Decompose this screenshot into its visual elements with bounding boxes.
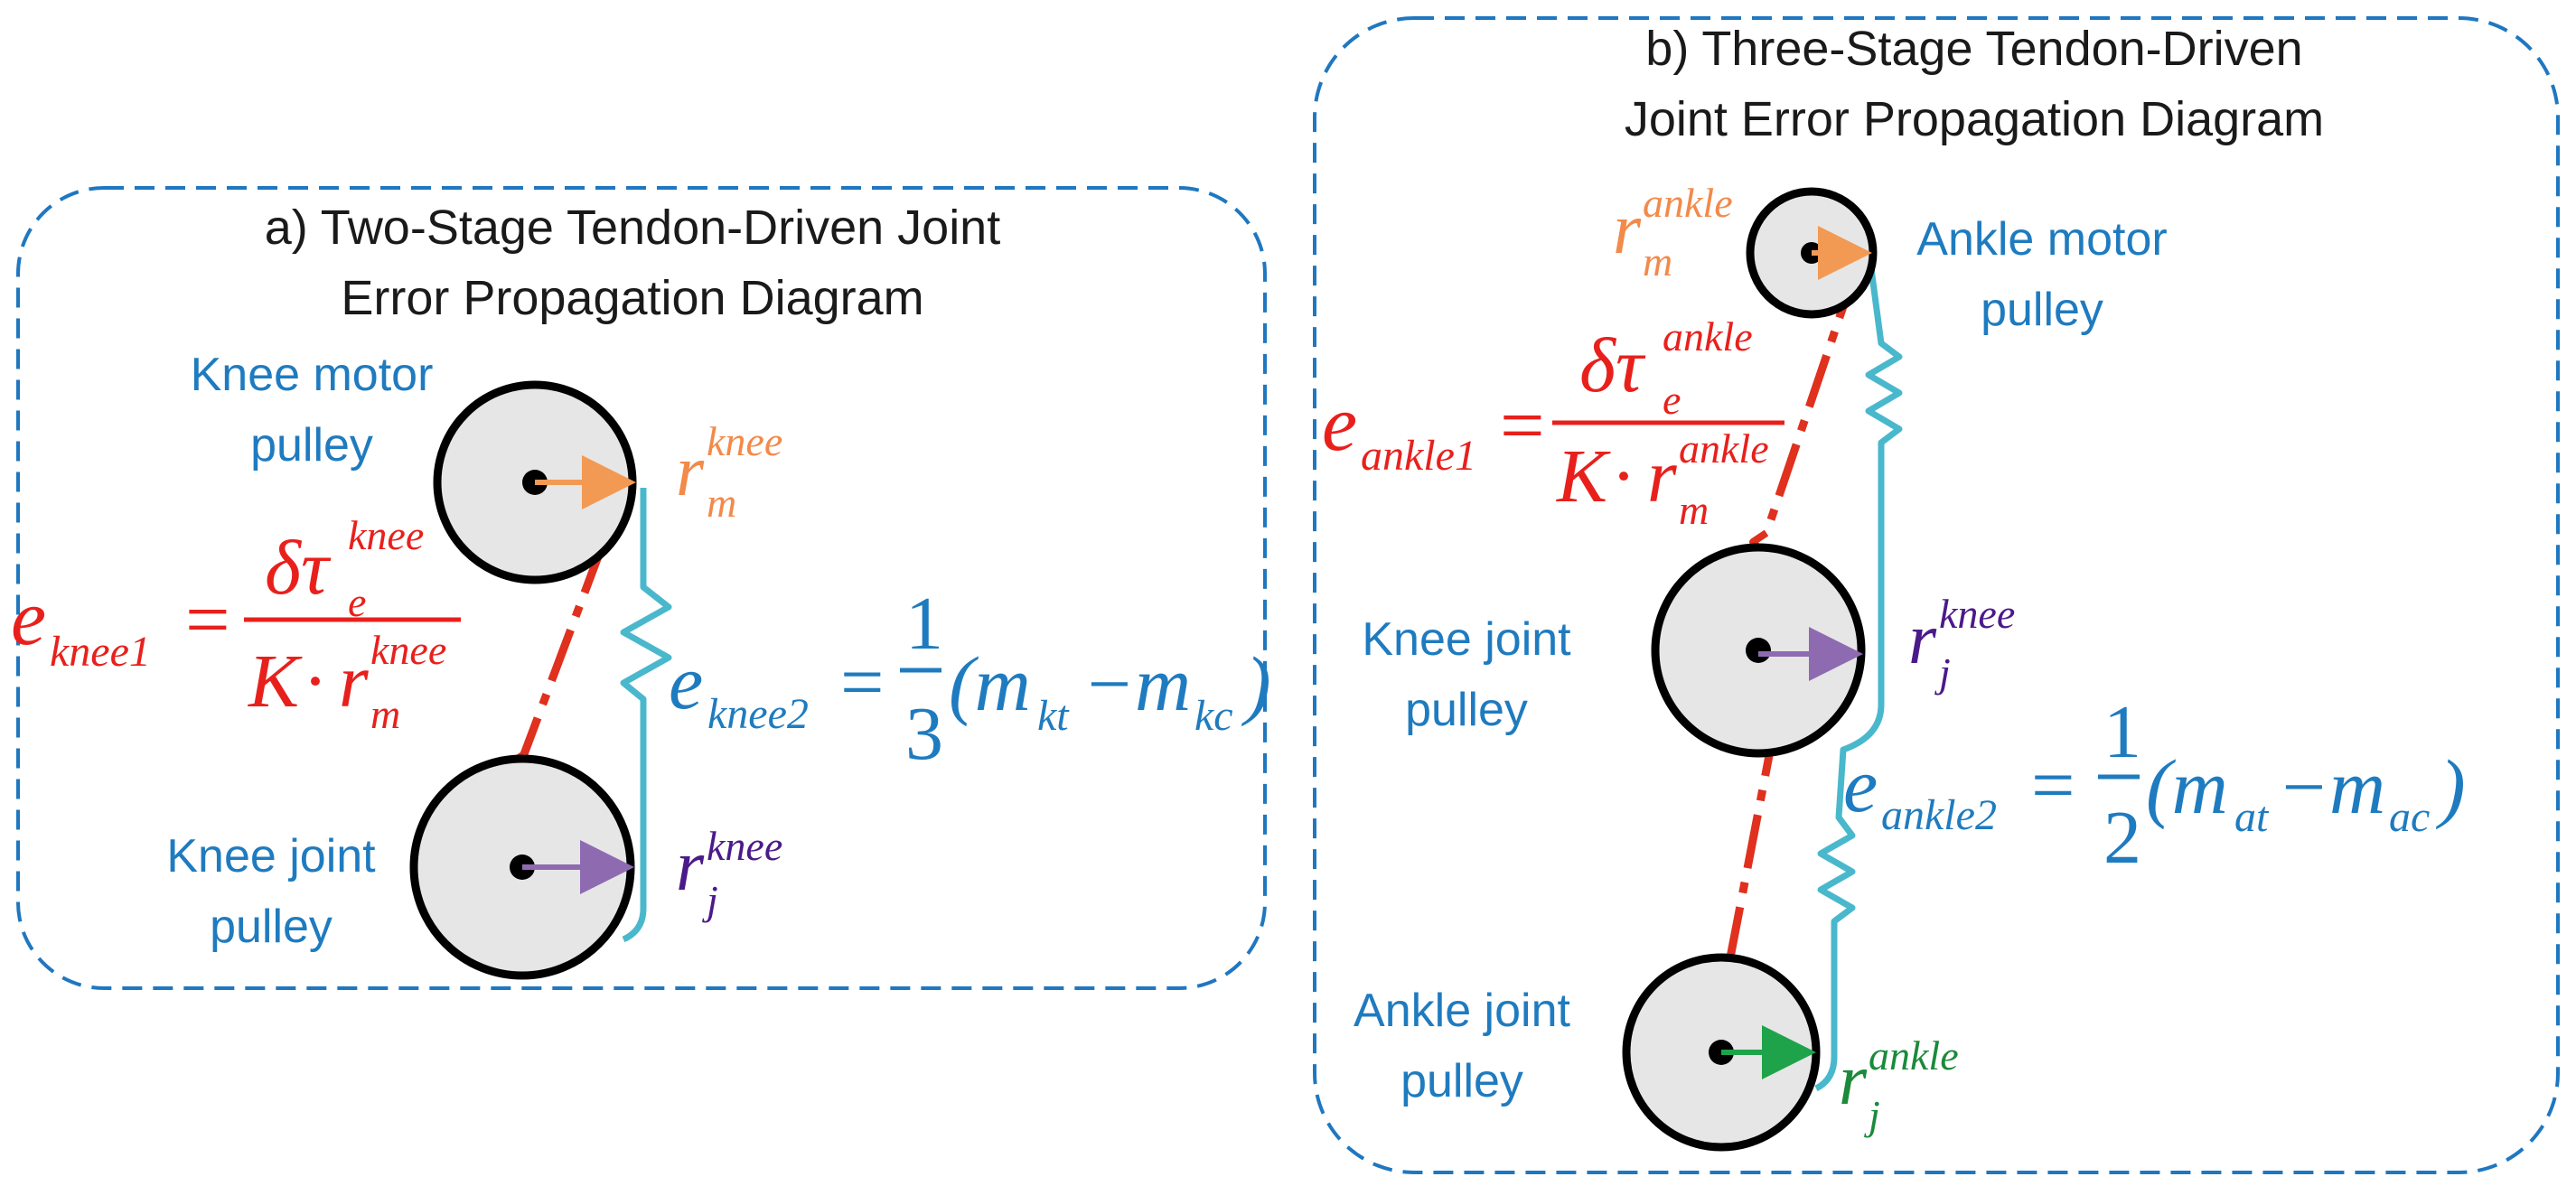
svg-text:2: 2 — [2103, 796, 2141, 880]
svg-text:−m: −m — [2277, 743, 2385, 830]
svg-text:ankle1: ankle1 — [1361, 432, 1476, 480]
svg-text:ankle2: ankle2 — [1881, 791, 1997, 839]
svg-text:e: e — [1843, 742, 1878, 828]
knee-tendon-cyan — [620, 488, 672, 943]
svg-text:knee: knee — [348, 512, 424, 558]
ankle-motor-pulley-label-2: pulley — [1981, 284, 2103, 336]
svg-text:r: r — [339, 640, 369, 724]
svg-text:K: K — [1556, 434, 1611, 518]
ankle-e1-formula: e ankle1 = δτ e ankle K · r m ankle — [1322, 313, 1784, 533]
knee-motor-pulley-label-2: pulley — [250, 419, 373, 472]
svg-text:K: K — [248, 640, 303, 724]
knee-joint-pulley-b-label-2: pulley — [1405, 684, 1528, 736]
svg-text:=: = — [1500, 382, 1545, 470]
svg-text:m: m — [1679, 487, 1709, 533]
svg-text:at: at — [2234, 793, 2270, 841]
panel-a: a) Two-Stage Tendon-Driven Joint Error P… — [11, 186, 1271, 990]
svg-text:kc: kc — [1194, 692, 1233, 740]
ankle-joint-pulley-label-1: Ankle joint — [1354, 985, 1570, 1037]
svg-text:−m: −m — [1082, 640, 1191, 727]
svg-text:δτ: δτ — [1579, 322, 1646, 408]
svg-text:δτ: δτ — [265, 524, 332, 611]
svg-text:r: r — [1647, 434, 1677, 518]
panel-b-border — [1313, 16, 2560, 1174]
ankle-tendon-red-lower-dashed — [1726, 722, 1780, 958]
panel-b-title-line1: b) Three-Stage Tendon-Driven — [1645, 22, 2302, 76]
svg-text:knee2: knee2 — [707, 690, 809, 738]
svg-text:j: j — [1864, 1092, 1880, 1138]
knee-rj-b-label: r j knee — [1908, 591, 2015, 696]
knee-joint-pulley-b-center — [1746, 638, 1771, 663]
svg-text:=: = — [185, 576, 230, 664]
svg-text:e: e — [669, 639, 703, 725]
svg-text:r: r — [676, 826, 705, 906]
svg-text:e: e — [11, 574, 46, 662]
svg-text:kt: kt — [1037, 692, 1070, 740]
knee-joint-pulley-label-2: pulley — [210, 901, 333, 953]
svg-text:1: 1 — [905, 582, 943, 666]
svg-text:m: m — [707, 480, 736, 526]
svg-text:ankle: ankle — [1643, 180, 1733, 226]
ankle-rj-label: r j ankle — [1839, 1032, 1959, 1138]
svg-text:r: r — [1613, 190, 1642, 269]
svg-text:3: 3 — [905, 692, 943, 776]
svg-text:·: · — [1611, 434, 1636, 518]
svg-text:m: m — [370, 691, 400, 737]
panel-a-title-line1: a) Two-Stage Tendon-Driven Joint — [265, 201, 1000, 255]
svg-text:r: r — [1839, 1041, 1868, 1120]
svg-text:): ) — [1241, 640, 1271, 727]
panel-b-title-line2: Joint Error Propagation Diagram — [1625, 92, 2324, 146]
svg-text:knee: knee — [370, 627, 446, 673]
knee-motor-pulley-label-1: Knee motor — [191, 349, 434, 401]
svg-text:): ) — [2435, 743, 2466, 830]
svg-text:=: = — [2031, 742, 2075, 828]
svg-text:e: e — [1322, 380, 1357, 468]
svg-text:r: r — [676, 432, 705, 511]
ankle-e2-formula: e ankle2 = 1 2 (m at −m ac ) — [1843, 690, 2466, 880]
knee-joint-pulley-label-1: Knee joint — [166, 830, 376, 882]
svg-text:knee: knee — [707, 418, 782, 464]
ankle-motor-pulley-label-1: Ankle motor — [1916, 213, 2167, 266]
svg-text:r: r — [1908, 600, 1937, 679]
svg-text:(m: (m — [949, 640, 1031, 727]
svg-text:knee: knee — [707, 823, 782, 869]
svg-text:ankle: ankle — [1869, 1032, 1959, 1079]
svg-text:ankle: ankle — [1679, 425, 1769, 472]
knee-rm-label: r m knee — [676, 418, 782, 526]
svg-text:ankle: ankle — [1663, 313, 1753, 360]
svg-text:knee1: knee1 — [50, 628, 151, 676]
knee-joint-pulley-b-label-1: Knee joint — [1362, 613, 1571, 666]
svg-text:j: j — [1934, 649, 1951, 696]
svg-text:1: 1 — [2103, 690, 2141, 774]
panel-b: b) Three-Stage Tendon-Driven Joint Error… — [1313, 16, 2560, 1174]
panel-a-title-line2: Error Propagation Diagram — [341, 271, 923, 325]
panel-a-border — [16, 186, 1267, 990]
knee-tendon-red-dashed — [520, 540, 608, 756]
svg-text:m: m — [1643, 238, 1672, 285]
svg-text:e: e — [1663, 377, 1681, 423]
knee-rj-label: r j knee — [676, 823, 782, 923]
svg-text:j: j — [702, 877, 718, 923]
ankle-rm-label: r m ankle — [1613, 180, 1733, 285]
svg-text:(m: (m — [2146, 743, 2228, 830]
svg-text:ac: ac — [2389, 793, 2430, 841]
knee-e1-formula: e knee1 = δτ e knee K · r m knee — [11, 512, 461, 737]
ankle-joint-pulley-label-2: pulley — [1400, 1055, 1523, 1107]
svg-text:knee: knee — [1939, 591, 2015, 637]
svg-text:e: e — [348, 579, 366, 625]
svg-text:·: · — [303, 640, 328, 724]
svg-text:=: = — [840, 639, 885, 725]
knee-e2-formula: e knee2 = 1 3 (m kt −m kc ) — [669, 582, 1271, 776]
ankle-tendon-cyan — [1814, 261, 1903, 1092]
